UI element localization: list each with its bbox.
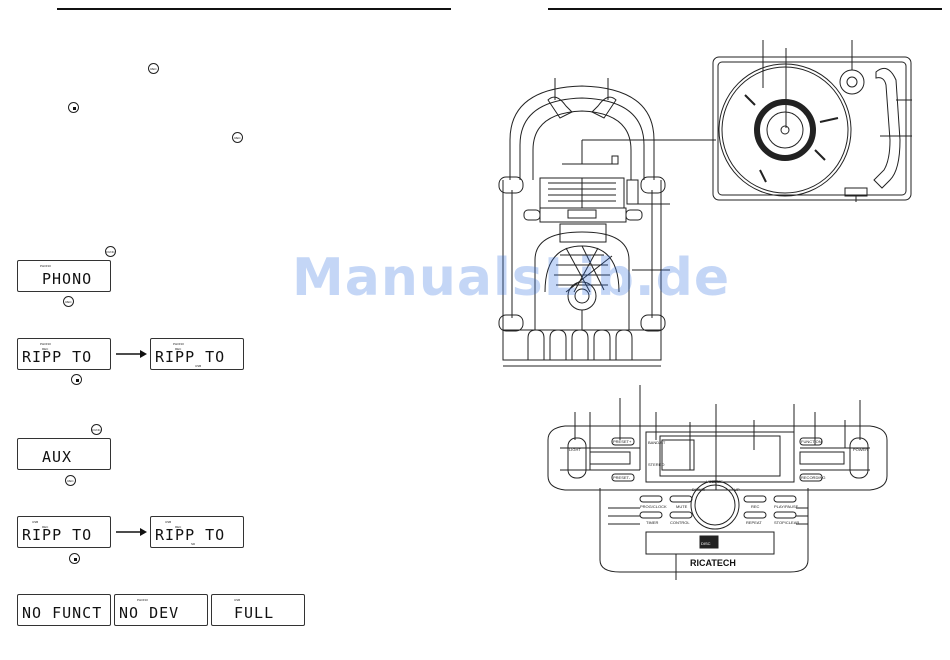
panel-label-volume: VOLUME: [706, 479, 723, 484]
lcd-tag: PHONO: [40, 342, 52, 346]
lcd-tag: REC: [42, 347, 49, 351]
panel-label-stereo: STEREO: [648, 462, 664, 467]
lcd-tag: USB: [165, 520, 172, 524]
lcd-text: RIPP TO: [155, 526, 226, 544]
panel-label-rec: REC: [751, 504, 760, 509]
lcd-text: PHONO: [42, 270, 93, 288]
lcd-display-no-dev: PHONO NO DEV: [114, 594, 208, 626]
panel-label-down: DOWN: [692, 487, 705, 492]
panel-label-repeat: REPEAT: [746, 520, 762, 525]
panel-label-timer: TIMER: [646, 520, 659, 525]
lcd-tag: USB: [195, 364, 202, 368]
lcd-tag: USB: [32, 520, 39, 524]
func-button-icon: FUNC: [105, 246, 116, 257]
rec-button-icon: REC: [148, 63, 159, 74]
rec-button-icon: REC: [63, 296, 74, 307]
panel-label-play-pause: PLAY/PAUSE: [774, 504, 799, 509]
lcd-text: RIPP TO: [155, 348, 226, 366]
panel-label-up: UP: [734, 487, 740, 492]
stop-button-icon: [71, 374, 82, 385]
panel-label-stop-clear: STOP/CLEAR: [774, 520, 799, 525]
cd-logo: DISC: [701, 541, 711, 546]
lcd-display-no-funct: NO FUNCT: [17, 594, 111, 626]
rec-button-icon: REC: [65, 475, 76, 486]
panel-label-preset-down: PRESET-: [613, 475, 631, 480]
panel-label-preset-up: PRESET+: [613, 439, 632, 444]
panel-label-power: POWER: [853, 447, 868, 452]
lcd-display-ripp-to-sd: USB REC SD RIPP TO: [150, 516, 244, 548]
panel-label-recording: RECORDING: [801, 475, 825, 480]
top-rule-right: [548, 8, 942, 10]
lcd-tag: REC: [175, 525, 182, 529]
lcd-text: NO FUNCT: [22, 604, 103, 622]
lcd-text: NO DEV: [119, 604, 180, 622]
stop-button-icon: [69, 553, 80, 564]
lcd-display-phono: PHONO PHONO: [17, 260, 111, 292]
stop-button-icon: [68, 102, 79, 113]
panel-label-control: CONTROL: [670, 520, 690, 525]
lcd-text: RIPP TO: [22, 526, 93, 544]
panel-label-light: LIGHT: [569, 447, 581, 452]
lcd-tag: PHONO: [173, 342, 185, 346]
panel-label-mute: MUTE: [676, 504, 688, 509]
lcd-tag: USB: [234, 598, 241, 602]
panel-label-function: FUNCTION: [801, 439, 822, 444]
lcd-tag: REC: [175, 347, 182, 351]
arrow-right-icon: [116, 528, 147, 536]
lcd-tag: REC: [42, 525, 49, 529]
lcd-tag: PHONO: [40, 264, 52, 268]
func-button-icon: FUNC: [91, 424, 102, 435]
lcd-display-ripp-to-usb: PHONO REC USB RIPP TO: [150, 338, 244, 370]
lcd-display-full: USB FULL: [211, 594, 305, 626]
watermark: ManualsLib.de: [292, 248, 731, 308]
lcd-text: RIPP TO: [22, 348, 93, 366]
panel-label-band: BAND/ST: [648, 440, 666, 445]
lcd-display-ripp-to-usb-source: USB REC RIPP TO: [17, 516, 111, 548]
top-rule-left: [57, 8, 451, 10]
rec-button-icon: REC: [232, 132, 243, 143]
lcd-display-aux: AUX: [17, 438, 111, 470]
lcd-text: AUX: [42, 448, 73, 466]
lcd-display-ripp-to: PHONO REC RIPP TO: [17, 338, 111, 370]
brand-logo: RICATECH: [690, 558, 736, 568]
panel-label-prog-clock: PROG/CLOCK: [640, 504, 667, 509]
lcd-text: FULL: [234, 604, 275, 622]
lcd-tag: PHONO: [137, 598, 149, 602]
lcd-tag: SD: [191, 542, 196, 546]
arrow-right-icon: [116, 350, 147, 358]
